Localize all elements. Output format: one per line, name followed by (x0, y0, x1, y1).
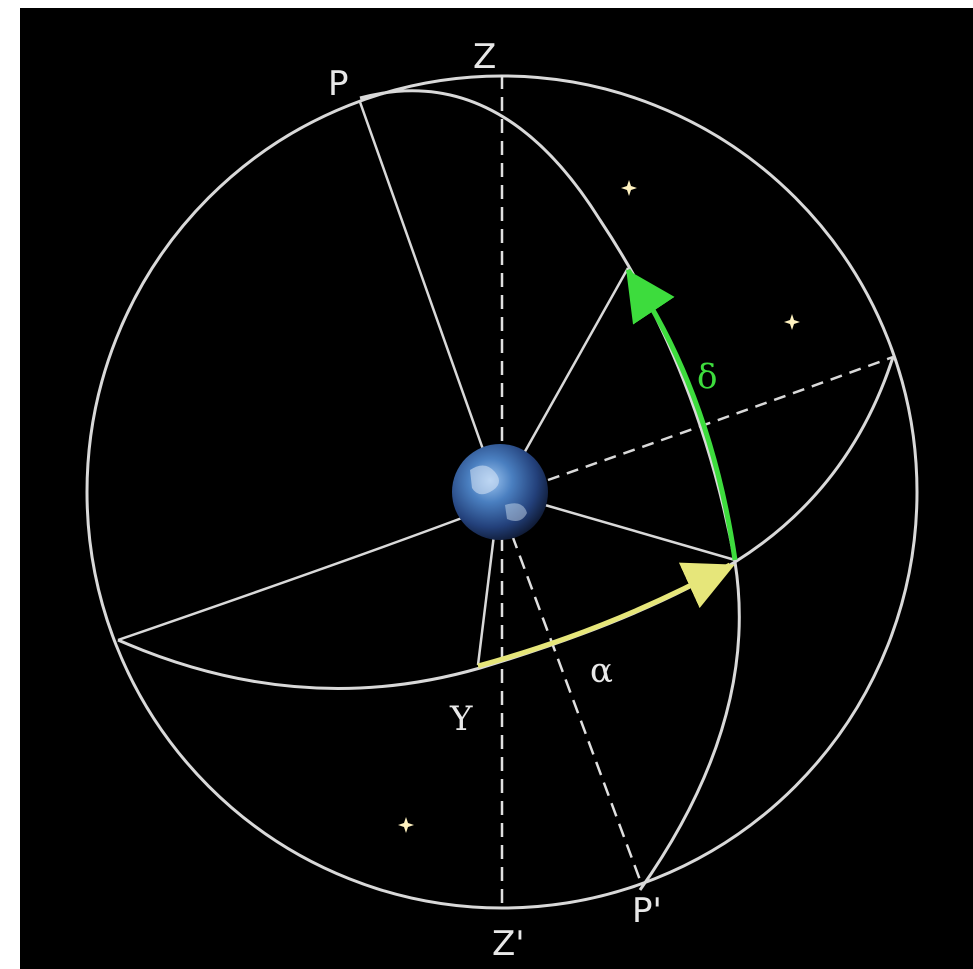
opposite-pole-axis (510, 534, 642, 881)
pole-label: P (328, 64, 349, 104)
right-ascension-arrow (678, 562, 735, 609)
right-ascension-label: α (590, 651, 613, 691)
declination-label: δ (697, 357, 717, 397)
earth-clouds-2 (505, 503, 527, 521)
pole-axis-line (358, 101, 487, 456)
star-icon (398, 817, 414, 833)
radius-to-equator-point (544, 503, 736, 562)
earth-clouds (470, 465, 499, 495)
nadir-label: Z' (492, 924, 525, 964)
vernal-equinox-label: Υ (449, 699, 473, 739)
opposite-pole-label: P' (632, 891, 662, 931)
star-icon (784, 314, 800, 330)
earth-globe (452, 444, 548, 540)
star-icon (621, 180, 637, 196)
equator-hidden-dashed (547, 355, 894, 482)
celestial-equator-back (117, 513, 471, 642)
zenith-label: Z (473, 37, 496, 77)
hour-circle (359, 89, 741, 891)
radius-to-vernal-equinox (476, 534, 496, 666)
declination-arrow (626, 269, 675, 325)
radius-to-star (521, 267, 630, 456)
